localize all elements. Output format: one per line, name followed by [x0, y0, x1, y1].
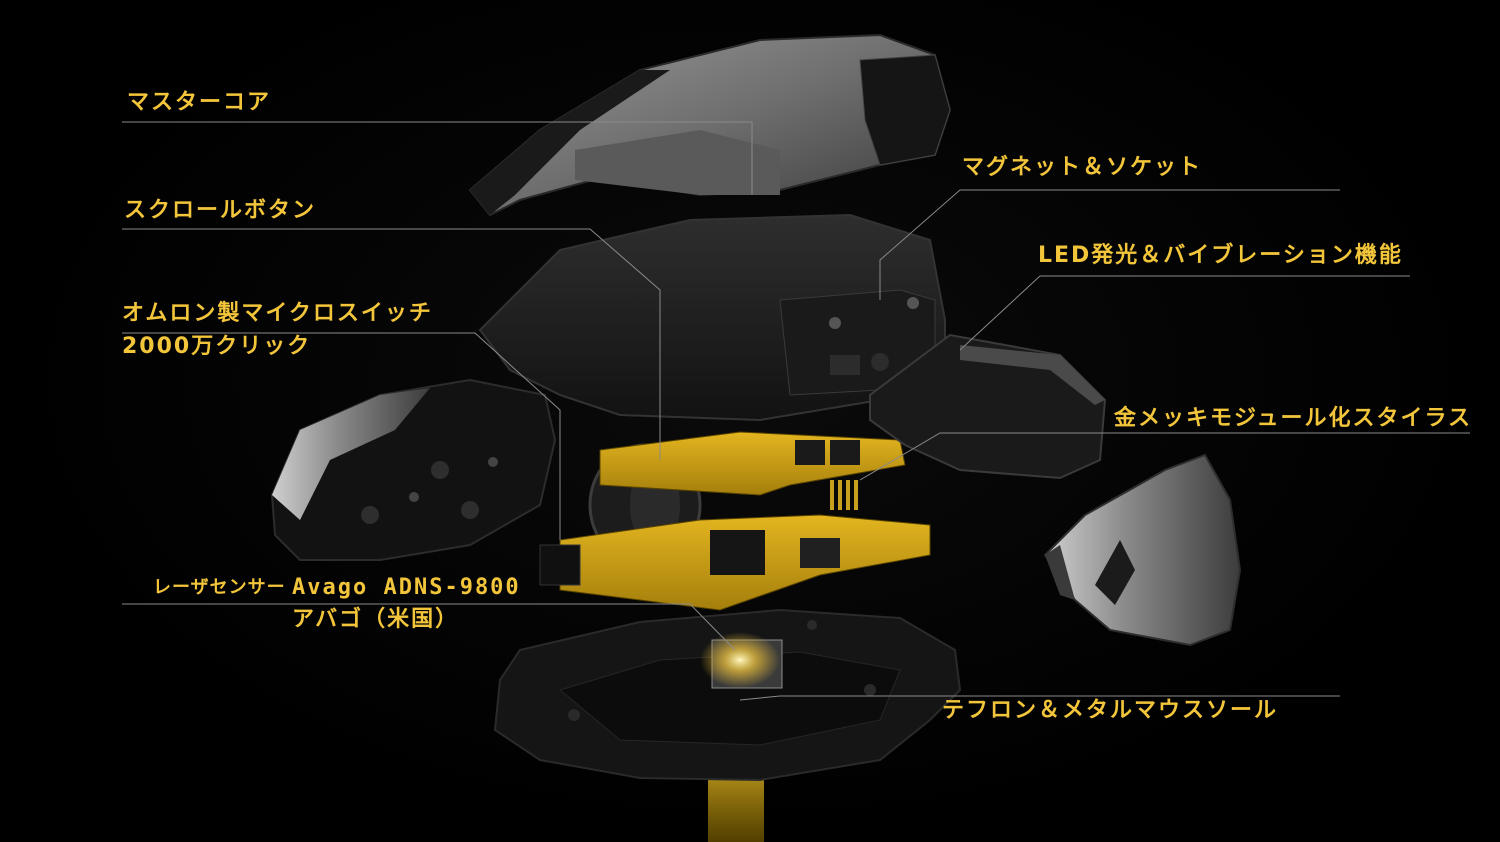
label-sensor-maker: アバゴ（米国） — [292, 607, 460, 632]
stylus-part — [1043, 453, 1242, 647]
leader-omron-switch — [122, 332, 561, 540]
top-shell-part — [468, 33, 952, 217]
label-magnet-socket: マグネット＆ソケット — [962, 155, 1203, 180]
label-gold-stylus: 金メッキモジュール化スタイラス — [1114, 406, 1473, 431]
label-master-core: マスターコア — [127, 90, 272, 115]
label-sensor-model: Avago ADNS-9800 — [292, 575, 521, 600]
label-scroll-button: スクロールボタン — [124, 198, 317, 223]
leader-lines — [122, 121, 1470, 701]
leader-scroll-button — [122, 228, 661, 460]
label-led-vibration: LED発光＆バイブレーション機能 — [1038, 243, 1403, 268]
leader-gold-stylus — [859, 432, 1470, 481]
leader-laser-sensor — [122, 603, 736, 651]
left-side-grip-part — [270, 378, 557, 561]
leader-sole — [739, 695, 1340, 701]
leader-magnet-socket — [879, 189, 1340, 300]
right-side-plate-part — [869, 333, 1107, 480]
label-laser-sensor: レーザセンサー — [153, 577, 286, 598]
leader-master-core — [122, 121, 753, 195]
pcb-part — [539, 431, 931, 611]
label-sole: テフロン＆メタルマウスソール — [942, 698, 1279, 723]
laser-sensor-part — [700, 632, 783, 689]
label-clicks: 2000万クリック — [122, 334, 312, 359]
inner-body-part — [478, 213, 946, 422]
label-omron-switch: オムロン製マイクロスイッチ — [122, 301, 433, 326]
mouse-sole-part — [493, 608, 962, 782]
leader-led-vibration — [959, 275, 1410, 351]
